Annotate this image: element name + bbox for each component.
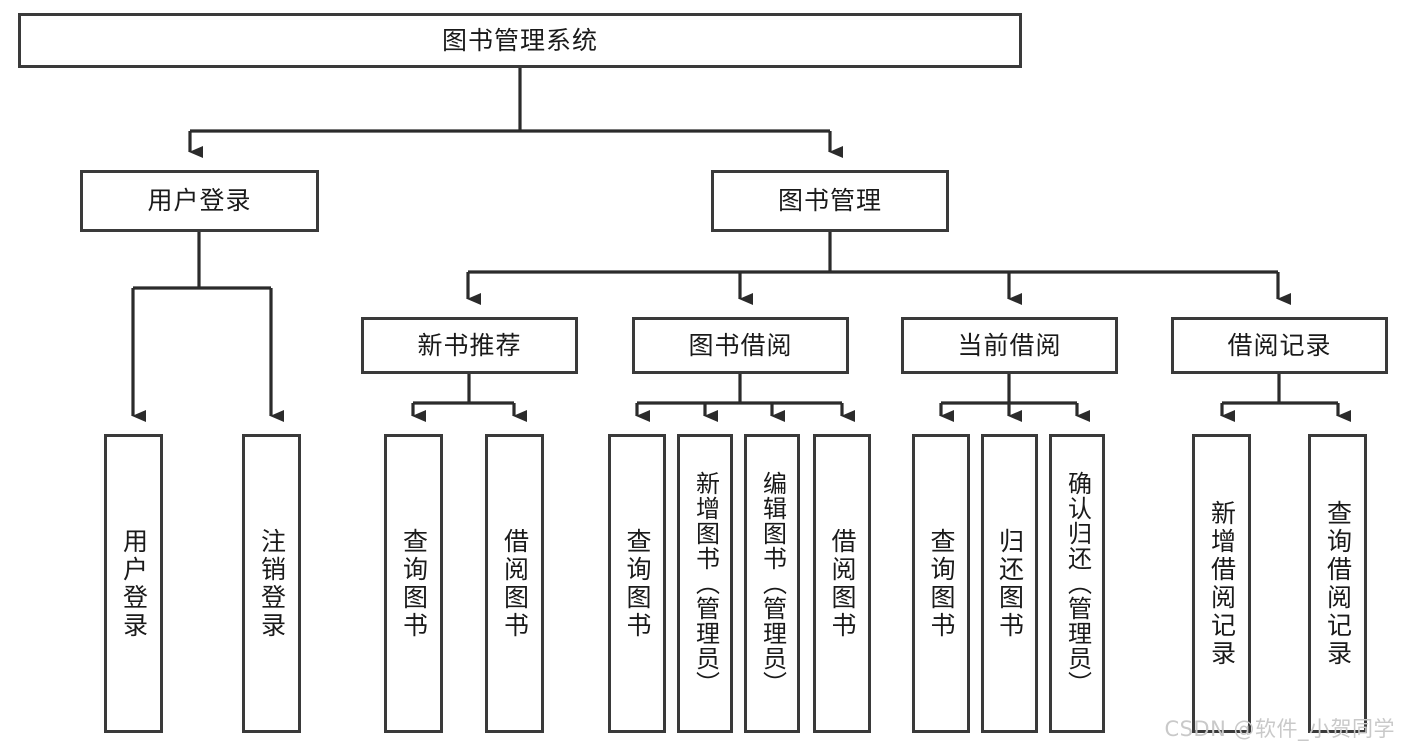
node-book-management[interactable]: 图书管理 [711,170,949,232]
node-label: 用户登录 [119,527,149,640]
node-leaf-confirm-return[interactable]: 确认归还（管理员） [1049,434,1105,733]
node-label: 借阅记录 [1227,330,1332,360]
node-borrow-record[interactable]: 借阅记录 [1171,317,1388,374]
node-leaf-add-borrow-record[interactable]: 新增借阅记录 [1192,434,1251,733]
node-label: 注销登录 [257,527,287,640]
node-leaf-edit-book[interactable]: 编辑图书（管理员） [744,434,800,733]
node-label: 图书管理 [777,186,882,216]
node-leaf-return-book[interactable]: 归还图书 [981,434,1038,733]
node-label: 查询图书 [399,527,429,640]
node-label: 新书推荐 [417,330,522,360]
node-leaf-query-book-current[interactable]: 查询图书 [912,434,970,733]
node-label: 查询图书 [623,527,652,640]
watermark-text: CSDN @软件_小贺同学 [1164,717,1395,741]
node-label: 借阅图书 [828,527,857,640]
node-label: 新增借阅记录 [1207,499,1237,668]
node-leaf-query-borrow-record[interactable]: 查询借阅记录 [1308,434,1367,733]
node-root-system[interactable]: 图书管理系统 [18,13,1022,68]
node-label: 借阅图书 [500,527,530,640]
node-label: 图书借阅 [688,330,793,360]
node-current-borrow[interactable]: 当前借阅 [901,317,1118,374]
node-book-borrow[interactable]: 图书借阅 [632,317,849,374]
node-leaf-query-book-recommend[interactable]: 查询图书 [384,434,443,733]
node-label: 归还图书 [995,527,1025,640]
node-label: 查询图书 [927,527,956,640]
node-label: 新增图书（管理员） [691,471,720,696]
node-leaf-user-login[interactable]: 用户登录 [104,434,163,733]
node-leaf-add-book[interactable]: 新增图书（管理员） [677,434,733,733]
node-label: 图书管理系统 [441,25,598,55]
node-leaf-query-book-borrow[interactable]: 查询图书 [608,434,666,733]
node-new-book-recommend[interactable]: 新书推荐 [361,317,578,374]
node-label: 当前借阅 [957,330,1062,360]
node-label: 查询借阅记录 [1323,499,1353,668]
node-label: 编辑图书（管理员） [758,471,787,696]
node-leaf-borrow-book[interactable]: 借阅图书 [813,434,871,733]
node-label: 确认归还（管理员） [1063,471,1092,696]
node-leaf-borrow-book-recommend[interactable]: 借阅图书 [485,434,544,733]
node-leaf-logout-login[interactable]: 注销登录 [242,434,301,733]
node-user-login[interactable]: 用户登录 [80,170,319,232]
node-label: 用户登录 [147,186,252,216]
